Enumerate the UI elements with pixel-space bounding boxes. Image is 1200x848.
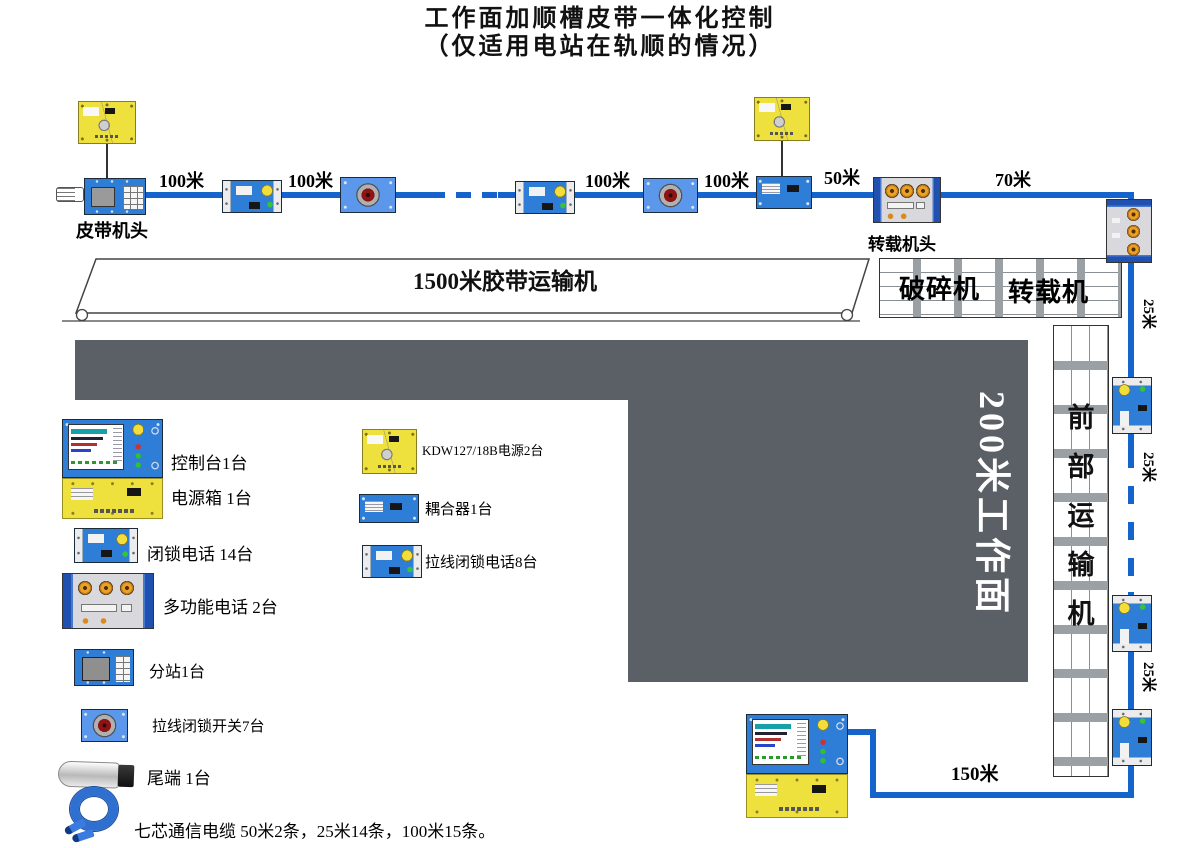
transfer-machine-label: 转载机: [1008, 278, 1090, 307]
working-face-label: 200米工作面: [972, 391, 1012, 618]
legend-multifunction-phone-icon: [62, 573, 154, 629]
belt-head-label: 皮带机头: [76, 221, 148, 241]
legend-cable-label: 七芯通信电缆 50米2条，25米14条，100米15条。: [134, 822, 496, 841]
pull-wire-switch-icon: [340, 177, 396, 213]
working-face-power-box-icon: [746, 774, 848, 818]
cable-segment: [143, 192, 430, 198]
power-drop-wire: [781, 141, 783, 177]
distance-label: 25米: [1140, 299, 1156, 330]
cable-segment: [870, 792, 1134, 798]
legend-pull-phone-icon: [362, 545, 422, 578]
interlock-phone-icon: [222, 180, 282, 213]
legend-tail-end-label: 尾端 1台: [147, 769, 211, 788]
power-supply-box-icon: [78, 101, 136, 144]
gateway-roadway-area: [75, 340, 1028, 400]
distance-label: 50米: [824, 168, 860, 188]
distance-label: 25米: [1140, 452, 1156, 483]
page-title-block: 工作面加顺槽皮带一体化控制 （仅适用电站在轨顺的情况）: [0, 5, 1200, 62]
distance-label: 100米: [159, 171, 204, 191]
distance-label: 100米: [704, 171, 749, 191]
power-drop-wire: [106, 144, 108, 179]
front-conveyor-char: 输: [1067, 550, 1095, 580]
distance-label: 100米: [288, 171, 333, 191]
cable-plug-icon: [56, 187, 84, 202]
legend-substation-icon: [74, 649, 134, 686]
legend-pull-switch-icon: [81, 709, 128, 742]
cable-segment-dashed: [430, 192, 498, 198]
working-face-area: [628, 400, 1028, 682]
legend-substation-label: 分站1台: [149, 664, 206, 681]
coupler-icon: [756, 176, 812, 209]
corner-multifunction-phone-icon: [1106, 199, 1152, 263]
legend-multifunction-phone-label: 多功能电话 2台: [163, 598, 278, 617]
pull-wire-switch-icon: [643, 178, 698, 213]
legend-power-box-label: 电源箱 1台: [171, 489, 252, 508]
legend-power-supply-label: KDW127/18B电源2台: [422, 443, 544, 458]
legend-cable-coil-icon: [63, 787, 122, 845]
page-title: 工作面加顺槽皮带一体化控制: [424, 6, 776, 32]
legend-interlock-phone-label: 闭锁电话 14台: [147, 545, 254, 564]
interlock-phone-icon: [1112, 595, 1152, 652]
front-conveyor-char: 部: [1067, 452, 1095, 482]
legend-power-box-icon: [62, 478, 163, 519]
crusher-transfer-frame: [879, 258, 1122, 318]
crusher-label: 破碎机: [899, 275, 981, 304]
belt-conveyor-label: 1500米胶带运输机: [413, 269, 597, 294]
front-conveyor-frame: [1053, 325, 1109, 777]
legend-coupler-label: 耦合器1台: [425, 502, 493, 518]
page-subtitle: （仅适用电站在轨顺的情况）: [424, 34, 776, 61]
distance-label: 25米: [1140, 662, 1156, 693]
transfer-head-phone-icon: [873, 177, 941, 223]
cable-segment-dashed: [1128, 450, 1134, 592]
interlock-phone-icon: [515, 181, 575, 214]
front-conveyor-char: 前: [1067, 403, 1095, 433]
front-conveyor-char: 运: [1067, 501, 1095, 531]
cable-segment: [846, 729, 876, 735]
transfer-head-label: 转载机头: [868, 235, 936, 254]
cable-segment: [870, 729, 876, 798]
distance-label: 70米: [995, 170, 1031, 190]
legend-pull-phone-label: 拉线闭锁电话8台: [425, 555, 538, 571]
cable-segment: [498, 192, 1134, 198]
interlock-phone-icon: [1112, 377, 1152, 434]
distance-label: 150米: [951, 764, 999, 785]
legend-console-label: 控制台1台: [171, 454, 248, 473]
front-conveyor-char: 机: [1067, 599, 1095, 629]
distance-label: 100米: [585, 171, 630, 191]
cable-segment: [1128, 592, 1134, 798]
cable-segment: [1128, 195, 1134, 450]
legend-interlock-phone-icon: [74, 528, 138, 563]
legend-console-icon: [62, 419, 163, 478]
interlock-phone-icon: [1112, 709, 1152, 766]
legend-power-supply-icon: [362, 429, 417, 474]
belt-conveyor-shape: [62, 258, 871, 322]
belt-head-station-icon: [84, 178, 146, 215]
power-supply-box-icon: [754, 97, 810, 141]
working-face-console-icon: [746, 714, 848, 774]
legend-pull-switch-label: 拉线闭锁开关7台: [152, 719, 265, 735]
legend-coupler-icon: [359, 494, 419, 523]
